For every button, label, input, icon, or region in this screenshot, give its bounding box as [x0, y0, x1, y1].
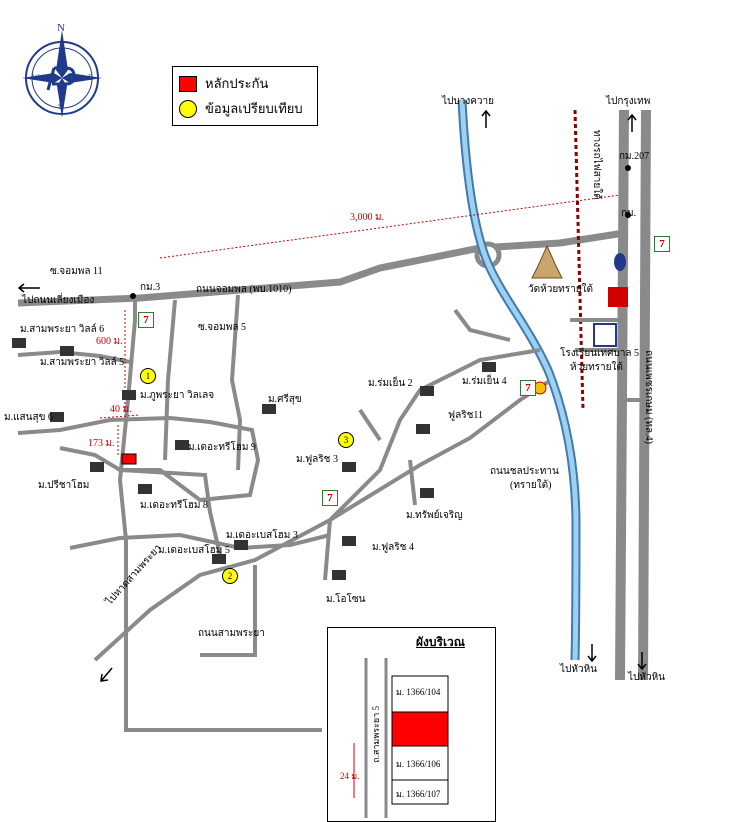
fulrich-11-label: ฟูลริช11 [448, 410, 483, 421]
collateral-marker [121, 453, 137, 465]
railway [573, 109, 585, 411]
school-sub-label: ห้วยทรายใต้ [570, 362, 623, 373]
site-plan-drawing [353, 658, 449, 818]
distance-3000 [159, 194, 621, 259]
direction-arrows [17, 109, 647, 682]
chonprathan-sub-label: (ทรายใต้) [510, 480, 552, 491]
comparable-marker-2: 2 [222, 568, 238, 584]
comparable-marker-1: 1 [140, 368, 156, 384]
seven-eleven-icon-3: 7 [520, 380, 536, 396]
compass-s: S [58, 102, 63, 111]
to-hua-hin-b-label: ไปหัวหิน [628, 672, 666, 683]
seven-eleven-icon-2: 7 [322, 490, 338, 506]
seven-eleven-icon-1: 7 [138, 312, 154, 328]
local-roads [17, 294, 640, 732]
km3-dot [130, 293, 136, 299]
distance-3000-label: 3,000 ม. [350, 212, 385, 223]
legend-collateral: หลักประกัน [179, 73, 268, 94]
distance-173-label: 173 ม. [88, 438, 115, 449]
km3-label: กม.3 [140, 282, 161, 293]
petchkasem-label: ถนนเพชรเกษม (ทล.4) [643, 350, 654, 444]
ring-road-label: ไปถนนเลี่ยงเมือง [22, 295, 95, 306]
km-right-dot [625, 212, 631, 218]
jompol-road-label: ถนนจอมพล (พบ.1010) [196, 284, 292, 295]
the-tree-9-label: ม.เดอะทรีโฮม 9 [188, 442, 256, 453]
compass-e: E [88, 73, 93, 82]
compass-w: W [32, 73, 40, 82]
site-plan-road-label: ถ.สามพระยา 5 [371, 706, 381, 763]
to-bang-khwai-label: ไปบางควาย [442, 96, 495, 107]
soi-jompol-5-label: ซ.จอมพล 5 [198, 322, 246, 333]
the-best-5-label: ม.เดอะเบสโฮม 5 [158, 545, 230, 556]
jompol-road [17, 229, 625, 307]
gas-station-icon [614, 253, 626, 271]
sri-suk-label: ม.ศรีสุข [268, 394, 302, 405]
lot-107-label: ม. 1366/107 [396, 789, 441, 799]
km207-dot [625, 165, 631, 171]
km207-label: กม.207 [619, 151, 650, 162]
romyen-4-label: ม.ร่มเย็น 4 [462, 376, 507, 387]
legend-comparable-label: ข้อมูลเปรียบเทียบ [205, 101, 303, 116]
ocean-label: ม.โอโซน [326, 594, 366, 605]
school-label: โรงเรียนเทศบาล 5 [560, 348, 640, 359]
legend-comparable: ข้อมูลเปรียบเทียบ [179, 98, 303, 119]
to-bangkok-label: ไปกรุงเทพ [606, 96, 651, 107]
the-tree-8-label: ม.เดอะทรีโฮม 8 [140, 500, 208, 511]
wat-icon [531, 244, 563, 279]
fulrich-3-label: ม.ฟูลริช 3 [296, 454, 338, 465]
petchkasem-highway-2 [638, 109, 651, 681]
fulrich-4-label: ม.ฟูลริช 4 [372, 542, 414, 553]
legend-collateral-label: หลักประกัน [205, 76, 269, 91]
preecha-label: ม.ปรีชาโฮม [38, 480, 90, 491]
legend: หลักประกัน ข้อมูลเปรียบเทียบ [172, 66, 318, 126]
comparable-marker-3: 3 [338, 432, 354, 448]
lot-106-label: ม. 1366/106 [396, 759, 441, 769]
compass-rose [22, 30, 102, 118]
wat-label: วัดห้วยทรายใต้ [528, 284, 593, 295]
distance-600-label: 600 ม. [96, 336, 123, 347]
site-plan-title: ผังบริเวณ [416, 635, 465, 649]
sam-phraya-wills-5-label: ม.สามพระยา วิลล์ 5 [40, 357, 125, 368]
school-icon [593, 323, 617, 347]
sap-charoen-label: ม.ทรัพย์เจริญ [406, 510, 463, 521]
soi-jompol-11-label: ซ.จอมพล 11 [50, 266, 103, 277]
distance-40-label: 40 ม. [110, 404, 132, 415]
site-plan-distance-label: 24 ม. [340, 771, 360, 781]
the-best-3-label: ม.เดอะเบสโฮม 3 [226, 530, 298, 541]
seven-eleven-icon-4: 7 [654, 236, 670, 252]
romyen-2-label: ม.ร่มเย็น 2 [368, 378, 413, 389]
chonprathan-label: ถนนชลประทาน [490, 466, 559, 477]
railway-label: ทางรถไฟสายใต้ [591, 130, 602, 200]
legend-red-square-icon [179, 75, 197, 92]
site-plan-inset: ผังบริเวณ ถ.สามพระยา 5 ม. 1366/104 ม. 13… [327, 627, 496, 822]
petchkasem-highway [615, 109, 629, 681]
sam-phraya-road-label: ถนนสามพระยา [198, 628, 265, 639]
compass-n: N [57, 22, 65, 34]
legend-yellow-circle-icon [179, 99, 197, 118]
housing-icons [12, 338, 496, 580]
shop-logo-icon [608, 287, 628, 307]
saensuk-6-label: ม.แสนสุข 6 [4, 412, 53, 423]
km-right-label: กม. [621, 208, 637, 219]
distance-40 [99, 414, 141, 419]
lot-104-label: ม. 1366/104 [396, 687, 441, 697]
phu-phraya-label: ม.ภูพระยา วิลเลจ [140, 390, 215, 401]
to-hua-hin-a-label: ไปหัวหิน [560, 664, 598, 675]
sam-phraya-wills-6-label: ม.สามพระยา วิลล์ 6 [20, 324, 105, 335]
canal-inner [459, 99, 579, 661]
